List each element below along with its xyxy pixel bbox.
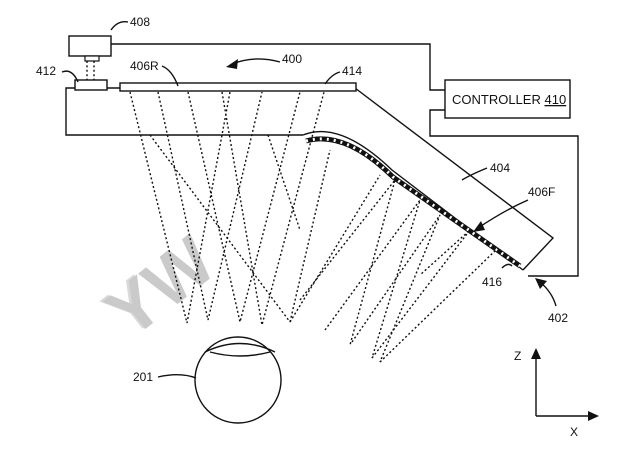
z-axis-label: Z <box>514 349 521 363</box>
leader-416 <box>501 263 513 269</box>
ray-8 <box>289 174 381 323</box>
leader-406R <box>161 65 179 87</box>
label-402: 402 <box>548 311 568 325</box>
ray-7 <box>267 134 301 231</box>
ray-1 <box>129 91 231 324</box>
controller-text: CONTROLLER <box>452 92 541 107</box>
ray-5 <box>149 134 291 323</box>
label-412: 412 <box>36 64 56 78</box>
arrow-400-shaft <box>231 58 281 65</box>
leader-408 <box>110 20 129 31</box>
light-paths <box>129 91 499 363</box>
ray-6 <box>289 149 331 323</box>
eyeball <box>194 336 282 424</box>
axes: Z X <box>514 348 599 439</box>
label-406F: 406F <box>528 185 555 199</box>
front-waveguide-inner <box>302 130 524 271</box>
sensor-block <box>74 79 108 91</box>
x-axis-arrowhead <box>588 411 599 421</box>
controller-label: CONTROLLER 410 <box>452 92 566 107</box>
ray-9 <box>299 179 396 346</box>
cornea-lower <box>209 351 271 357</box>
arrow-402-head <box>535 278 547 289</box>
arrow-406F-head <box>473 221 485 232</box>
projector-box <box>68 35 112 57</box>
arrow-400-head <box>226 59 238 69</box>
ray-13 <box>379 247 499 363</box>
front-grating-hatch <box>305 137 521 268</box>
leader-201 <box>157 374 197 379</box>
label-414: 414 <box>342 64 362 78</box>
cornea-curve <box>204 342 276 353</box>
rear-grating-plate <box>119 82 357 92</box>
watermark: YW Y <box>89 221 229 352</box>
label-404: 404 <box>490 161 510 175</box>
front-grating-strip <box>305 136 522 269</box>
ray-2 <box>157 91 263 321</box>
rear-housing <box>65 87 355 136</box>
ray-12 <box>371 229 471 359</box>
z-axis-arrowhead <box>531 348 541 359</box>
controller-box <box>444 79 571 119</box>
projector-lens <box>84 55 100 62</box>
label-416: 416 <box>482 275 502 289</box>
leader-412 <box>61 70 79 83</box>
label-406R: 406R <box>130 59 159 73</box>
ray-10 <box>324 199 421 359</box>
label-408: 408 <box>130 15 150 29</box>
front-waveguide-outline <box>354 87 555 271</box>
x-axis-label: X <box>570 425 578 439</box>
leader-404 <box>461 167 488 181</box>
wire-controller-device <box>429 109 579 277</box>
ray-4 <box>221 91 325 326</box>
wire-projector-controller <box>111 43 445 91</box>
leader-414 <box>324 71 341 85</box>
label-201: 201 <box>133 370 153 384</box>
eye <box>194 336 282 424</box>
controller-number: 410 <box>544 92 566 107</box>
ray-11 <box>351 214 441 363</box>
label-400: 400 <box>282 52 302 66</box>
